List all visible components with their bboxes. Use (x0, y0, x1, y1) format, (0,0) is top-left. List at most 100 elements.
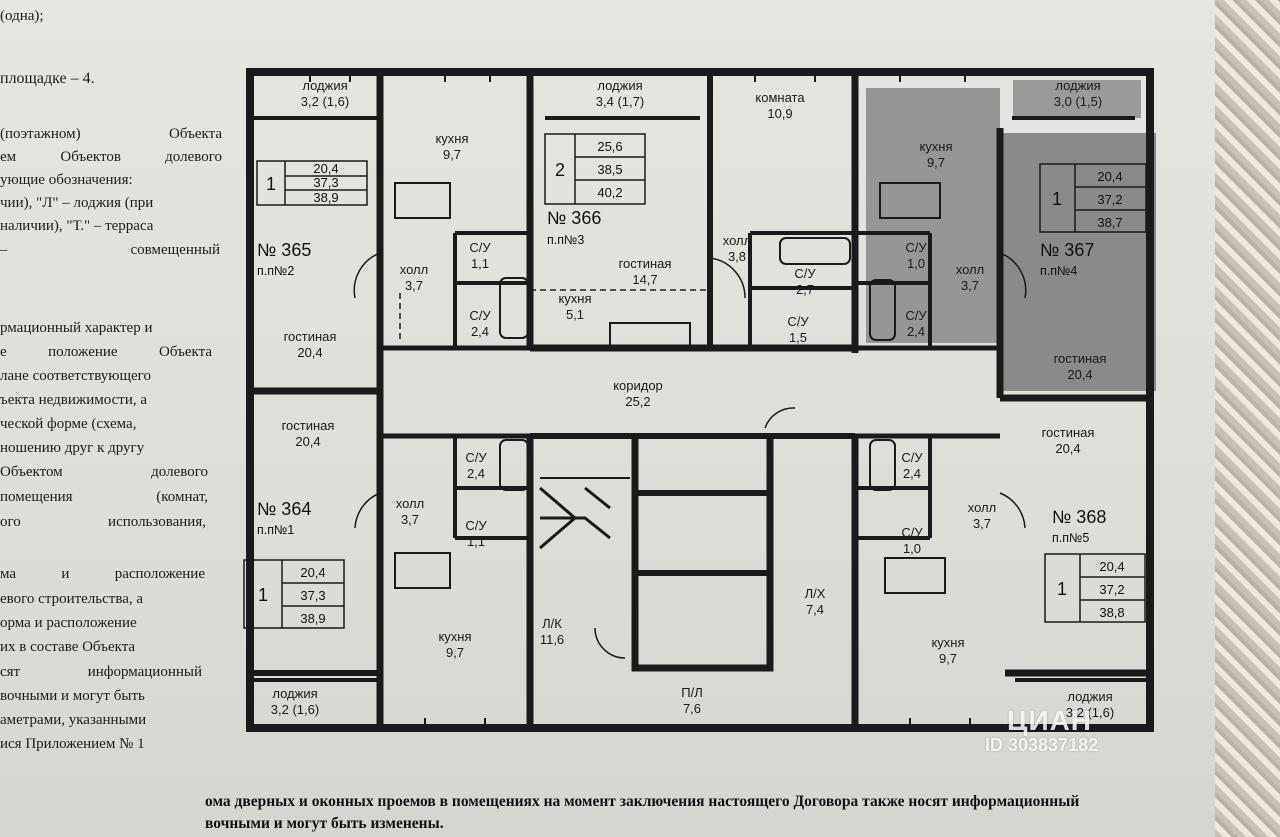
room-area: 2,4 (907, 324, 925, 339)
area-table-364: 1 20,4 37,3 38,9 (243, 559, 345, 629)
room-area: 7,6 (683, 701, 701, 716)
living-area: 20,4 (1099, 559, 1124, 574)
room-label: холл (396, 496, 424, 511)
total-area: 37,3 (300, 588, 325, 603)
room-label: С/У (905, 308, 927, 323)
total-area: 37,2 (1097, 192, 1122, 207)
total-area: 37,3 (313, 175, 338, 190)
left-line: Объектом долевого (0, 464, 208, 480)
shaded-loggia-367 (1013, 80, 1141, 118)
apartment-pp: п.п№5 (1052, 531, 1089, 545)
left-line: лане соответствующего (0, 368, 151, 384)
room-area: 1,0 (907, 256, 925, 271)
room-label: лоджия (597, 78, 642, 93)
apartment-number: № 366 (547, 208, 601, 228)
room-area: 3,7 (401, 512, 419, 527)
apartment-pp: п.п№1 (257, 523, 294, 537)
room-area: 3,0 (1,5) (1054, 94, 1102, 109)
room-label: лоджия (1055, 78, 1100, 93)
watermark: ЦИАН ID 303837182 (985, 705, 1098, 756)
rooms-count: 2 (555, 160, 565, 180)
room-label: Л/К (542, 616, 562, 631)
room-area: 3,2 (1,6) (301, 94, 349, 109)
room-area: 1,1 (467, 534, 485, 549)
room-label: гостиная (1042, 425, 1095, 440)
room-label: лоджия (302, 78, 347, 93)
left-line: (поэтажном) Объекта (0, 126, 222, 142)
room-label: С/У (469, 308, 491, 323)
living-area: 20,4 (300, 565, 325, 580)
room-label: С/У (465, 450, 487, 465)
shaded-area-367-living (1000, 133, 1156, 391)
watermark-id: ID 303837182 (985, 735, 1099, 755)
room-label: кухня (919, 139, 952, 154)
walls (246, 68, 1154, 732)
room-area: 20,4 (295, 434, 320, 449)
rooms-count: 1 (1052, 189, 1062, 209)
area-table-367: 1 20,4 37,2 38,7 (1039, 163, 1147, 233)
rooms-count: 1 (1057, 579, 1067, 599)
carpet-background (1215, 0, 1280, 837)
left-line: сят информационный (0, 664, 202, 680)
room-label: Л/Х (805, 586, 826, 601)
apartment-pp: п.п№2 (257, 264, 294, 278)
left-line: ого использования, (0, 514, 206, 530)
room-label: С/У (901, 450, 923, 465)
room-area: 9,7 (927, 155, 945, 170)
room-label: С/У (469, 240, 491, 255)
bottom-text-line: ома дверных и оконных проемов в помещени… (205, 793, 1080, 810)
left-line: наличии), "Т." – терраса (0, 218, 154, 234)
left-line: площадке – 4. (0, 70, 95, 87)
room-label: П/Л (681, 685, 703, 700)
room-area: 10,9 (767, 106, 792, 121)
room-area: 2,7 (796, 282, 814, 297)
apartment-pp: п.п№3 (547, 233, 584, 247)
room-label: С/У (465, 518, 487, 533)
room-label: гостиная (1054, 351, 1107, 366)
total-area: 37,2 (1099, 582, 1124, 597)
room-label: коридор (613, 378, 663, 393)
shaded-area-367 (866, 88, 1000, 343)
area-table-366: 2 25,6 38,5 40,2 (544, 133, 646, 205)
left-line: орма и расположение (0, 615, 137, 631)
room-area: 9,7 (939, 651, 957, 666)
room-label: С/У (901, 525, 923, 540)
room-area: 1,0 (903, 541, 921, 556)
left-line: евого строительства, а (0, 591, 144, 607)
total-area-loggia: 38,9 (313, 190, 338, 205)
room-label: холл (956, 262, 984, 277)
room-label: холл (723, 233, 751, 248)
room-area: 14,7 (632, 272, 657, 287)
room-area: 2,4 (903, 466, 921, 481)
room-label: холл (400, 262, 428, 277)
room-area: 2,4 (471, 324, 489, 339)
bottom-text-line: вочными и могут быть изменены. (205, 815, 444, 832)
area-table-368: 1 20,4 37,2 38,8 (1044, 553, 1146, 623)
apartment-pp: п.п№4 (1040, 264, 1077, 278)
left-line: – совмещенный (0, 242, 220, 258)
left-line: чии), "Л" – лоджия (при (0, 195, 154, 211)
room-label: С/У (794, 266, 816, 281)
room-area: 11,6 (540, 632, 564, 647)
room-area: 9,7 (446, 645, 464, 660)
left-line: аметрами, указанными (0, 712, 147, 728)
watermark-brand: ЦИАН (1007, 705, 1093, 736)
room-area: 3,7 (973, 516, 991, 531)
room-area: 20,4 (297, 345, 322, 360)
room-area: 3,8 (728, 249, 746, 264)
room-label: лоджия (272, 686, 317, 701)
room-area: 3,7 (405, 278, 423, 293)
area-table-365: 1 20,4 37,3 38,9 (256, 160, 368, 206)
living-area: 20,4 (1097, 169, 1122, 184)
left-line: ъекта недвижимости, а (0, 392, 148, 408)
left-line: (одна); (0, 8, 44, 24)
room-area: 20,4 (1067, 367, 1092, 382)
rooms-count: 1 (258, 585, 268, 605)
total-area-loggia: 38,9 (300, 611, 325, 626)
room-area: 3,2 (1,6) (1066, 705, 1114, 720)
room-label: С/У (787, 314, 809, 329)
room-label: кухня (435, 131, 468, 146)
left-line: вочными и могут быть (0, 688, 145, 704)
apartment-number: № 365 (257, 240, 311, 260)
room-area: 3,2 (1,6) (271, 702, 319, 717)
